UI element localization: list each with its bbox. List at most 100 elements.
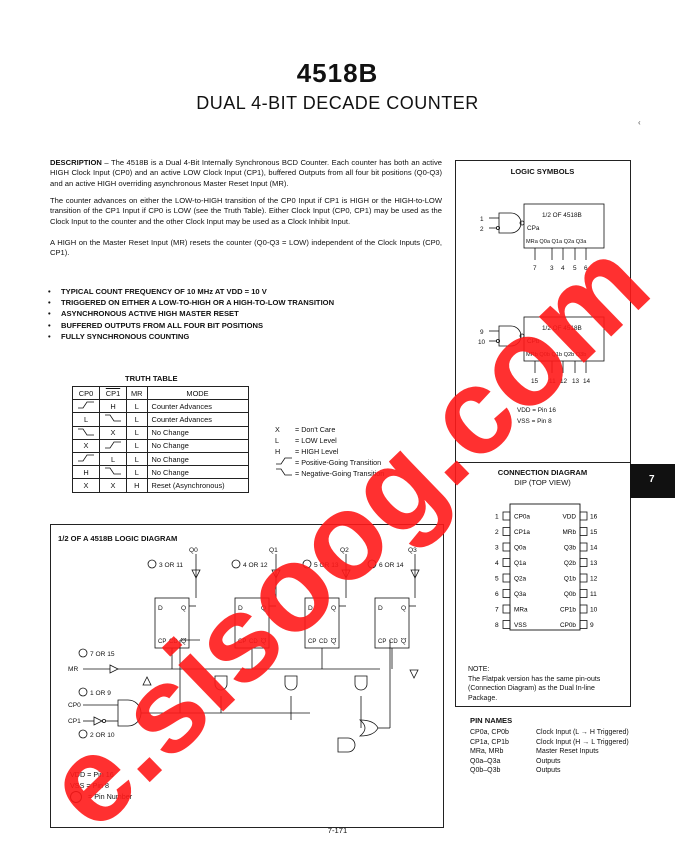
note-title: NOTE:	[468, 666, 490, 673]
falling-edge-icon	[105, 415, 121, 422]
flatpak-note: NOTE: The Flatpak version has the same p…	[468, 665, 618, 703]
ff-cp-label: CP	[158, 639, 166, 645]
truth-table-cell: No Change	[146, 438, 249, 453]
svg-text:3 OR 11: 3 OR 11	[159, 562, 183, 569]
truth-table-cell: L	[99, 451, 127, 467]
svg-text:5 OR 13: 5 OR 13	[314, 562, 339, 569]
ff-d-label: D	[378, 605, 383, 612]
dip-pin	[579, 558, 588, 567]
truth-table-cell: X	[72, 438, 100, 453]
dip-pin-name: Q0b	[564, 591, 577, 598]
dip-pin-name: CP1b	[560, 607, 576, 614]
dip-pin	[579, 589, 588, 598]
dip-pin-number: 15	[590, 529, 598, 536]
clock-and-gate	[117, 699, 142, 727]
dip-pin-number: 9	[590, 622, 594, 629]
symbol-a-pin-out: 4	[561, 265, 565, 272]
description-paragraph-2: The counter advances on either the LOW-t…	[50, 196, 442, 226]
legend-item: L = LOW Level	[275, 436, 337, 445]
truth-table-cell	[99, 438, 127, 453]
ff-cd-label: CD	[389, 639, 398, 645]
feature-item: BUFFERED OUTPUTS FROM ALL FOUR BIT POSIT…	[48, 320, 448, 331]
dip-pin-number: 1	[495, 514, 499, 521]
ff-d-label: D	[308, 605, 313, 612]
pin-names-pins: CP1a, CP1b	[470, 738, 509, 746]
and-gate	[214, 675, 228, 691]
dip-pin	[579, 604, 588, 614]
pin-names-pins: Q0b–Q3b	[470, 767, 501, 775]
symbol-b-pin-in: 10	[478, 339, 486, 346]
pin-names-title: PIN NAMES	[470, 716, 513, 725]
dip-pin	[502, 620, 511, 629]
rising-edge-icon	[105, 441, 121, 449]
truth-table-header: MODE	[146, 385, 249, 401]
dip-pin-number: 16	[590, 514, 598, 521]
dip-pin-name: VDD	[563, 514, 577, 521]
dip-body	[509, 503, 581, 631]
truth-table-cell: X	[99, 478, 127, 493]
dip-pin	[502, 558, 511, 567]
truth-table-cell: L	[126, 412, 148, 427]
dip-pin-name: CP0b	[560, 622, 576, 629]
svg-text:6 OR 14: 6 OR 14	[379, 562, 404, 569]
dip-pin-name: MRa	[514, 607, 528, 614]
legend-item: H = HIGH Level	[275, 447, 339, 456]
mr-label: MR	[68, 666, 78, 673]
feature-list: TYPICAL COUNT FREQUENCY OF 10 MHz AT VDD…	[48, 286, 448, 342]
pin-circle-icon	[70, 791, 82, 803]
truth-table-cell: H	[72, 465, 100, 480]
legend-pin-number: = Pin Number	[70, 791, 132, 803]
dip-pin-name: Q1b	[564, 576, 577, 583]
dip-pin-name: CP0a	[514, 514, 530, 521]
legend-vss: VSS = Pin 8	[70, 780, 109, 790]
symbol-a-cp: CPa	[527, 225, 540, 232]
connection-diagram-heading: CONNECTION DIAGRAM	[497, 468, 588, 477]
section-tab: 7	[630, 464, 675, 498]
legend-item: = Negative-Going Transition	[275, 468, 384, 479]
description-paragraph-1: DESCRIPTION – The 4518B is a Dual 4-Bit …	[50, 158, 442, 189]
symbol-a-pin-out: 3	[550, 265, 554, 272]
truth-table-cell: Reset (Asynchronous)	[146, 478, 249, 493]
dip-pin-name: Q1a	[514, 560, 527, 567]
feature-item: FULLY SYNCHRONOUS COUNTING	[48, 331, 448, 342]
note-text: The Flatpak version has the same pin-out…	[468, 675, 601, 702]
and-gate	[354, 675, 368, 691]
symbol-b-pin-out: 11	[549, 378, 556, 385]
ff-qbar-label: Q	[401, 638, 406, 645]
and-gate	[284, 675, 298, 691]
part-number: 4518B	[296, 58, 379, 88]
symbol-b-outputs: MRb Q0b Q1b Q2b Q3b	[526, 352, 586, 358]
pin-names-desc: Master Reset Inputs	[536, 748, 599, 756]
section-tab-number: 7	[649, 474, 655, 485]
dip-pin	[502, 511, 511, 521]
truth-table-cell: L	[126, 451, 148, 467]
dip-pin-number: 8	[495, 622, 499, 629]
dip-pin	[502, 604, 511, 614]
ff-cp-label: CP	[308, 639, 316, 645]
symbol-b-pin-out: 15	[531, 378, 539, 385]
dip-pin-name: Q3b	[564, 545, 577, 552]
pin-names-desc: Clock Input (L → H Triggered)	[536, 729, 629, 736]
falling-edge-icon	[276, 468, 292, 476]
truth-table-header: CP1	[99, 385, 127, 401]
truth-table-cell: L	[126, 399, 148, 414]
truth-table-cell: H	[126, 478, 148, 493]
dip-pin-number: 5	[495, 576, 499, 583]
pin-names-pins: CP0a, CP0b	[470, 729, 509, 736]
symbol-b-label: 1/2 OF 4518B	[542, 325, 582, 332]
symbol-a-pin-in: 2	[480, 226, 484, 233]
dip-pin-number: 12	[590, 576, 598, 583]
symbol-a-pin-out: 7	[533, 265, 537, 272]
truth-table-cell	[99, 465, 127, 480]
logic-diagram-legend: VDD = Pin 16 VSS = Pin 8 = Pin Number	[70, 770, 132, 803]
dip-pin	[579, 511, 588, 521]
rising-edge-icon	[78, 454, 94, 462]
